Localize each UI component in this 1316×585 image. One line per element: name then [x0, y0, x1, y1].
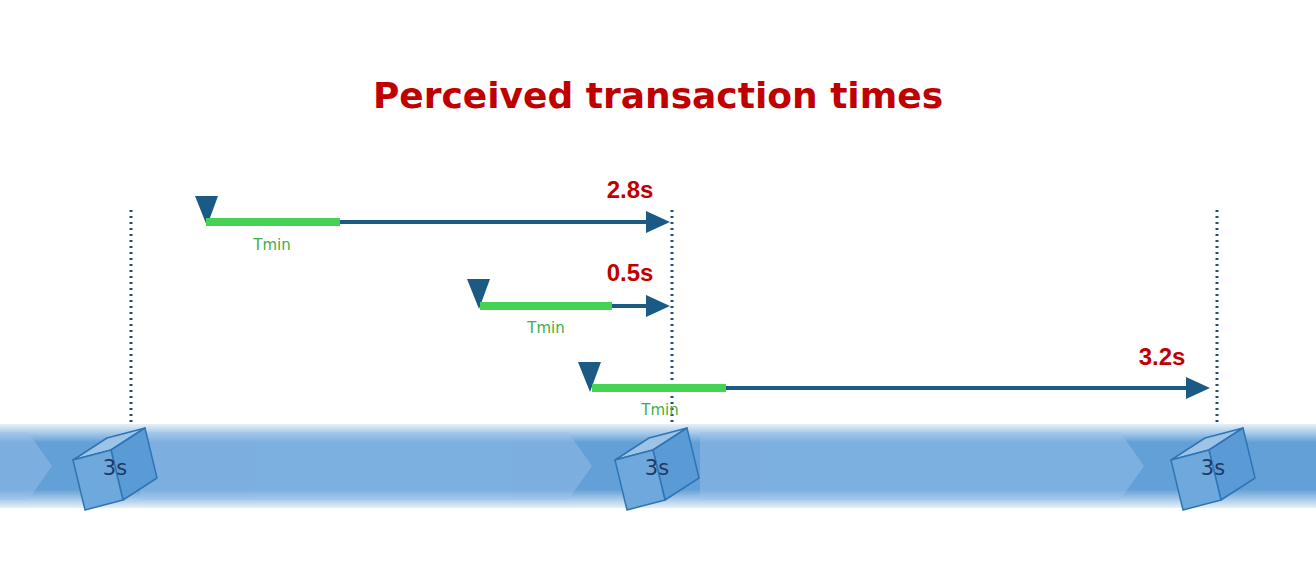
diagram-title: Perceived transaction times — [373, 75, 943, 116]
block-cube: 3s — [1163, 416, 1263, 516]
tmin-label: Tmin — [641, 401, 678, 419]
transaction-time: 0.5s — [607, 259, 654, 287]
tmin-label: Tmin — [527, 319, 564, 337]
transaction-time: 3.2s — [1139, 343, 1186, 371]
block-time-lines — [131, 210, 1217, 426]
tmin-label: Tmin — [253, 236, 290, 254]
transaction-1 — [195, 196, 670, 233]
block-time: 3s — [103, 456, 127, 480]
block-cube: 3s — [607, 416, 707, 516]
block-time: 3s — [645, 456, 669, 480]
transaction-time: 2.8s — [607, 176, 654, 204]
band-chevrons — [0, 432, 1144, 500]
block-cube: 3s — [65, 416, 165, 516]
block-time: 3s — [1201, 456, 1225, 480]
transaction-3 — [578, 362, 1210, 399]
